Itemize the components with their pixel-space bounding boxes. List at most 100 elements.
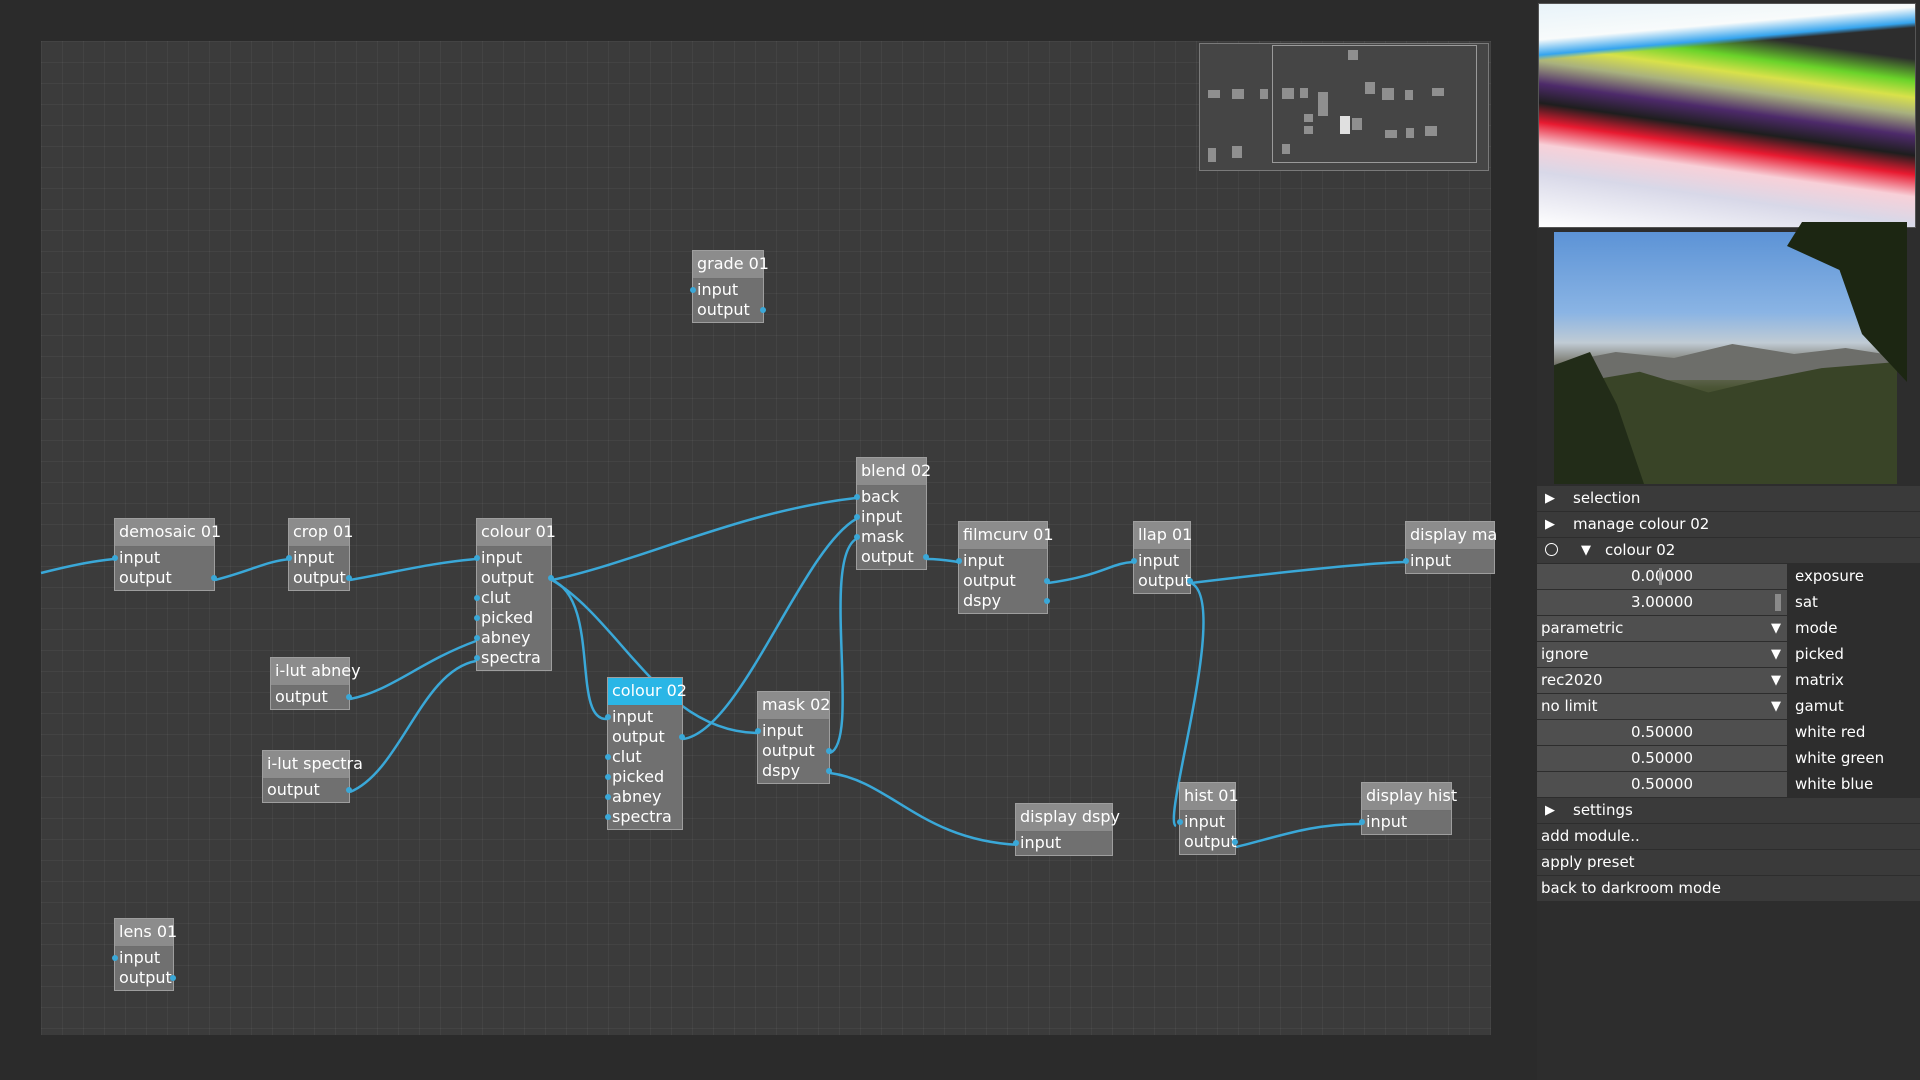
- port-input[interactable]: input: [956, 551, 1047, 571]
- node-hist-01[interactable]: hist 01 input output: [1177, 782, 1239, 855]
- port-output[interactable]: output: [1180, 832, 1238, 852]
- exposure-slider[interactable]: 0.00000: [1537, 564, 1787, 589]
- port-output[interactable]: output: [1134, 571, 1193, 591]
- node-display-hist[interactable]: display hist input: [1359, 782, 1457, 835]
- port-output[interactable]: output: [115, 968, 176, 988]
- node-llap-01[interactable]: llap 01 input output: [1131, 521, 1193, 594]
- connector-dot[interactable]: [854, 514, 860, 520]
- port-output[interactable]: output: [115, 568, 217, 588]
- connector-dot[interactable]: [826, 748, 832, 754]
- connector-dot[interactable]: [474, 635, 480, 641]
- port-output[interactable]: output: [608, 727, 685, 747]
- connector-dot[interactable]: [112, 955, 118, 961]
- connector-dot[interactable]: [755, 728, 761, 734]
- connector-dot[interactable]: [605, 714, 611, 720]
- connector-dot[interactable]: [605, 814, 611, 820]
- circle-icon[interactable]: [1545, 543, 1558, 556]
- connector-dot[interactable]: [605, 794, 611, 800]
- port-input[interactable]: input: [854, 507, 926, 527]
- port-spectra[interactable]: spectra: [474, 648, 551, 668]
- node-mask-02[interactable]: mask 02 input output dspy: [755, 691, 832, 784]
- port-clut[interactable]: clut: [474, 588, 551, 608]
- section-selection[interactable]: ▶ selection: [1537, 486, 1920, 511]
- connector-dot[interactable]: [1177, 819, 1183, 825]
- connector-dot[interactable]: [1131, 558, 1137, 564]
- connector-dot[interactable]: [956, 558, 962, 564]
- connector-dot[interactable]: [112, 555, 118, 561]
- port-output[interactable]: output: [959, 571, 1050, 591]
- node-demosaic-01[interactable]: demosaic 01 input output: [112, 518, 221, 591]
- port-input[interactable]: input: [286, 548, 349, 568]
- connector-dot[interactable]: [346, 694, 352, 700]
- connector-dot[interactable]: [1232, 839, 1238, 845]
- white-blue-slider[interactable]: 0.50000: [1537, 772, 1787, 797]
- node-crop-01[interactable]: crop 01 input output: [286, 518, 353, 591]
- connector-dot[interactable]: [760, 307, 766, 313]
- connector-dot[interactable]: [1359, 819, 1365, 825]
- port-abney[interactable]: abney: [605, 787, 682, 807]
- connector-dot[interactable]: [605, 754, 611, 760]
- node-colour-01[interactable]: colour 01 input output clut picked abney…: [474, 518, 556, 671]
- connector-dot[interactable]: [826, 768, 832, 774]
- graph-minimap[interactable]: [1199, 43, 1489, 171]
- port-input[interactable]: input: [112, 548, 214, 568]
- back-to-darkroom-button[interactable]: back to darkroom mode: [1537, 876, 1920, 901]
- node-display-main[interactable]: display ma input: [1403, 521, 1497, 574]
- port-input[interactable]: input: [1403, 551, 1494, 571]
- node-display-dspy[interactable]: display dspy input: [1013, 803, 1120, 856]
- slider-handle[interactable]: [1775, 594, 1781, 611]
- connector-dot[interactable]: [605, 774, 611, 780]
- connector-dot[interactable]: [286, 555, 292, 561]
- connector-dot[interactable]: [923, 554, 929, 560]
- node-i-lut-abney[interactable]: i-lut abney output: [270, 657, 361, 710]
- white-green-slider[interactable]: 0.50000: [1537, 746, 1787, 771]
- minimap-viewport[interactable]: [1272, 45, 1477, 163]
- port-abney[interactable]: abney: [474, 628, 551, 648]
- port-mask[interactable]: mask: [854, 527, 926, 547]
- port-input[interactable]: input: [1013, 833, 1112, 853]
- connector-dot[interactable]: [474, 595, 480, 601]
- connector-dot[interactable]: [346, 787, 352, 793]
- port-clut[interactable]: clut: [605, 747, 682, 767]
- section-manage-module[interactable]: ▶ manage colour 02: [1537, 512, 1920, 537]
- connector-dot[interactable]: [1044, 578, 1050, 584]
- white-red-slider[interactable]: 0.50000: [1537, 720, 1787, 745]
- connector-dot[interactable]: [211, 575, 217, 581]
- port-output[interactable]: output: [263, 780, 352, 800]
- node-blend-02[interactable]: blend 02 back input mask output: [854, 457, 931, 570]
- port-picked[interactable]: picked: [605, 767, 682, 787]
- port-input[interactable]: input: [690, 280, 763, 300]
- port-output[interactable]: output: [758, 741, 832, 761]
- connector-dot[interactable]: [548, 575, 554, 581]
- connector-dot[interactable]: [474, 555, 480, 561]
- section-settings[interactable]: ▶ settings: [1537, 798, 1920, 823]
- connector-dot[interactable]: [854, 494, 860, 500]
- port-output[interactable]: output: [693, 300, 766, 320]
- port-spectra[interactable]: spectra: [605, 807, 682, 827]
- port-dspy[interactable]: dspy: [959, 591, 1050, 611]
- matrix-dropdown[interactable]: rec2020 ▼: [1537, 668, 1787, 693]
- port-input[interactable]: input: [755, 721, 829, 741]
- connector-dot[interactable]: [1403, 558, 1409, 564]
- port-output[interactable]: output: [271, 687, 352, 707]
- mode-dropdown[interactable]: parametric ▼: [1537, 616, 1787, 641]
- port-input[interactable]: input: [1131, 551, 1190, 571]
- section-module-colour-02[interactable]: ▼ colour 02: [1537, 538, 1920, 563]
- gamut-dropdown[interactable]: no limit ▼: [1537, 694, 1787, 719]
- connector-dot[interactable]: [690, 287, 696, 293]
- add-module-button[interactable]: add module..: [1537, 824, 1920, 849]
- apply-preset-button[interactable]: apply preset: [1537, 850, 1920, 875]
- port-input[interactable]: input: [1359, 812, 1451, 832]
- node-grade-01[interactable]: grade 01 input output: [690, 250, 769, 323]
- port-output[interactable]: output: [857, 547, 929, 567]
- port-input[interactable]: input: [605, 707, 682, 727]
- port-picked[interactable]: picked: [474, 608, 551, 628]
- node-filmcurv-01[interactable]: filmcurv 01 input output dspy: [956, 521, 1054, 614]
- port-output[interactable]: output: [289, 568, 352, 588]
- connector-dot[interactable]: [1187, 578, 1193, 584]
- port-back[interactable]: back: [854, 487, 926, 507]
- connector-dot[interactable]: [170, 975, 176, 981]
- port-dspy[interactable]: dspy: [758, 761, 832, 781]
- port-output[interactable]: output: [477, 568, 554, 588]
- connector-dot[interactable]: [679, 734, 685, 740]
